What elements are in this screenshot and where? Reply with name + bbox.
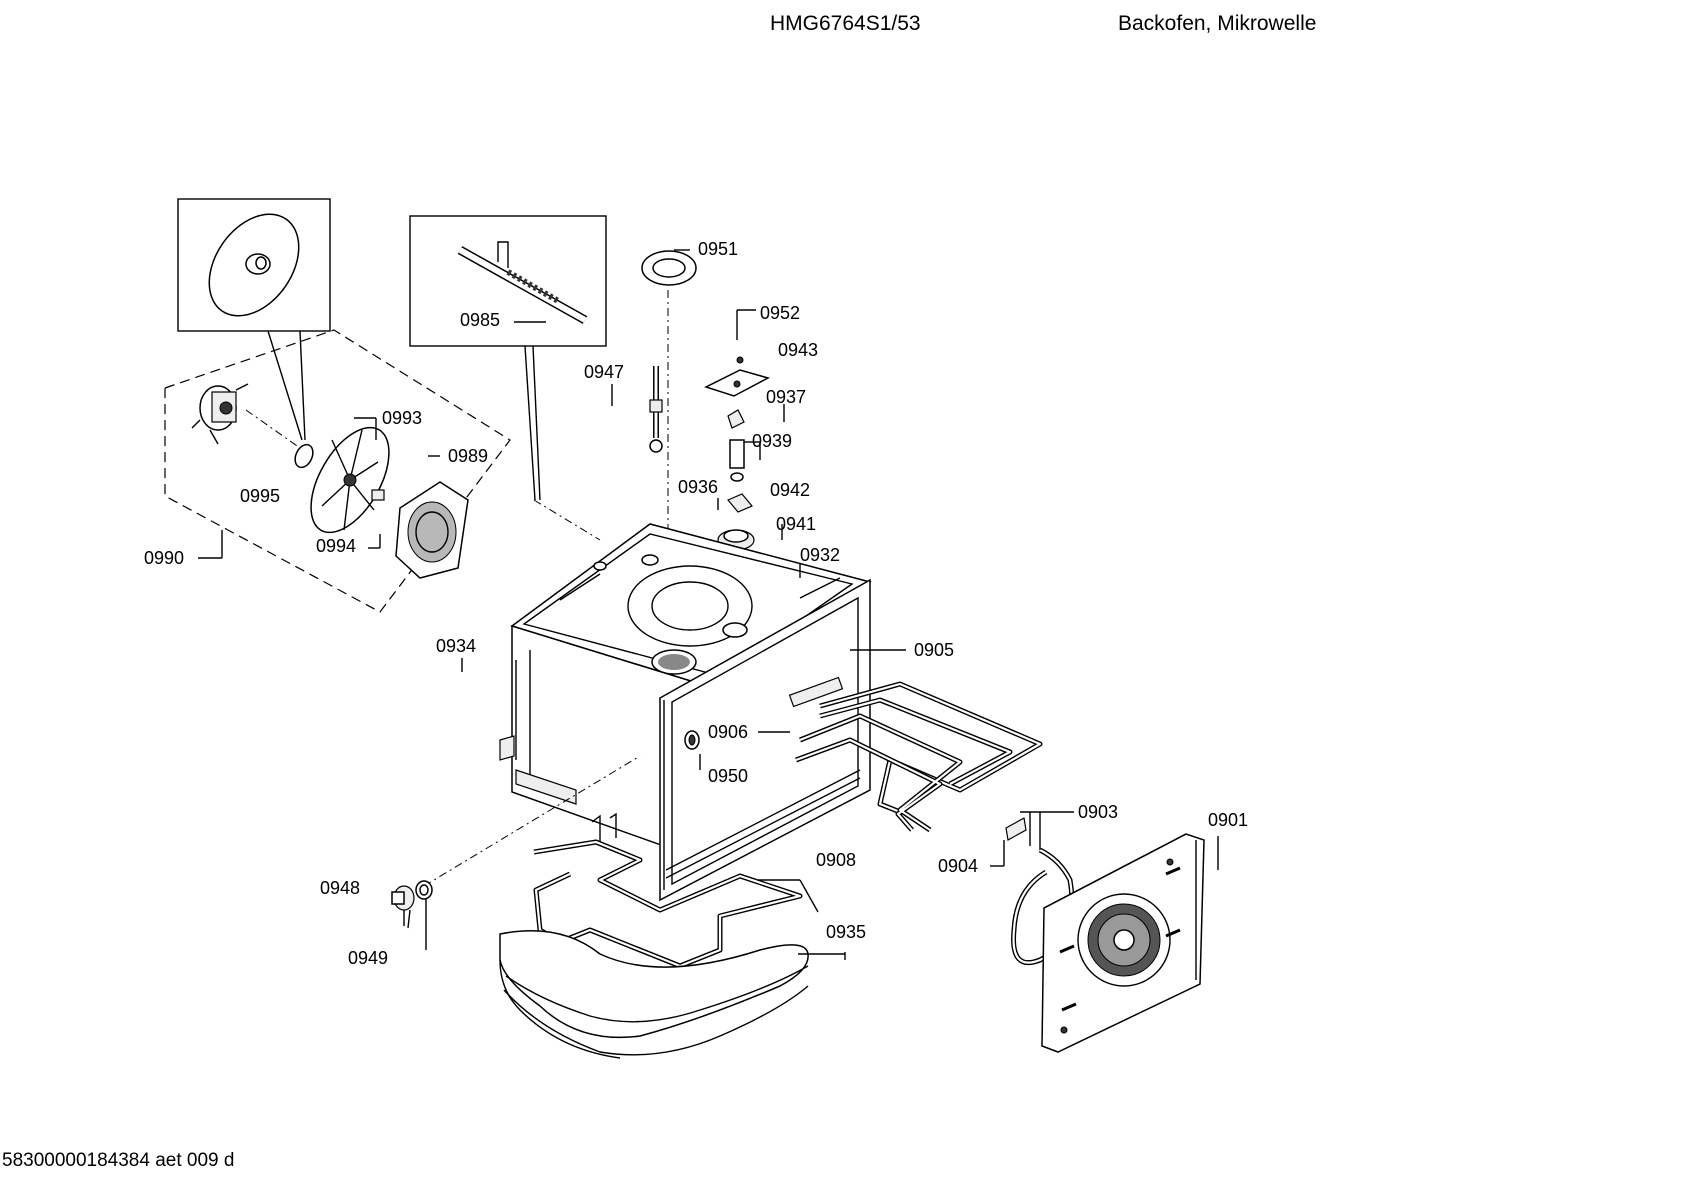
label-0932: 0932 <box>800 545 840 565</box>
label-0943: 0943 <box>778 340 818 360</box>
seal-ring <box>641 250 697 286</box>
fan-disc <box>294 443 314 469</box>
label-0906: 0906 <box>708 722 748 742</box>
label-0985: 0985 <box>460 310 500 330</box>
bracket <box>727 409 745 429</box>
label-0942: 0942 <box>770 480 810 500</box>
detail-box-fan-disc <box>177 198 331 441</box>
leader-lines <box>198 249 1219 960</box>
fan-motor <box>191 383 249 445</box>
label-0989: 0989 <box>448 446 488 466</box>
label-0951: 0951 <box>698 239 738 259</box>
label-0905: 0905 <box>914 640 954 660</box>
label-0935: 0935 <box>826 922 866 942</box>
label-0936: 0936 <box>678 477 718 497</box>
label-0937: 0937 <box>766 387 806 407</box>
appliance-description: Backofen, Mikrowelle <box>1118 12 1317 35</box>
convection-heater <box>1005 812 1075 966</box>
oven-cavity <box>499 523 872 902</box>
label-0948: 0948 <box>320 878 360 898</box>
label-0990: 0990 <box>144 548 184 568</box>
label-0941: 0941 <box>776 514 816 534</box>
temperature-sensor <box>649 366 663 453</box>
label-0995: 0995 <box>240 486 280 506</box>
label-0952: 0952 <box>760 303 800 323</box>
nut-0942 <box>727 493 753 513</box>
label-0901: 0901 <box>1208 810 1248 830</box>
fan-cover <box>395 481 469 579</box>
fan-assembly-outline <box>164 329 511 613</box>
label-0908: 0908 <box>816 850 856 870</box>
label-0950: 0950 <box>708 766 748 786</box>
label-0939: 0939 <box>752 431 792 451</box>
label-0904: 0904 <box>938 856 978 876</box>
document-code: 58300000184384 aet 009 d <box>2 1150 235 1171</box>
label-0949: 0949 <box>348 948 388 968</box>
label-0934: 0934 <box>436 636 476 656</box>
fan-wheel <box>310 426 390 534</box>
insulation-mat <box>499 929 809 1059</box>
label-0994: 0994 <box>316 536 356 556</box>
label-0993: 0993 <box>382 408 422 428</box>
model-number: HMG6764S1/53 <box>770 12 921 35</box>
fan-nut <box>371 489 385 501</box>
rear-panel <box>1041 833 1205 1053</box>
label-0903: 0903 <box>1078 802 1118 822</box>
detail-box-rod <box>409 215 607 501</box>
grill-heater <box>788 676 1043 833</box>
lamp-holder <box>684 730 700 750</box>
pin <box>729 439 745 469</box>
label-0947: 0947 <box>584 362 624 382</box>
lamp <box>391 880 433 929</box>
